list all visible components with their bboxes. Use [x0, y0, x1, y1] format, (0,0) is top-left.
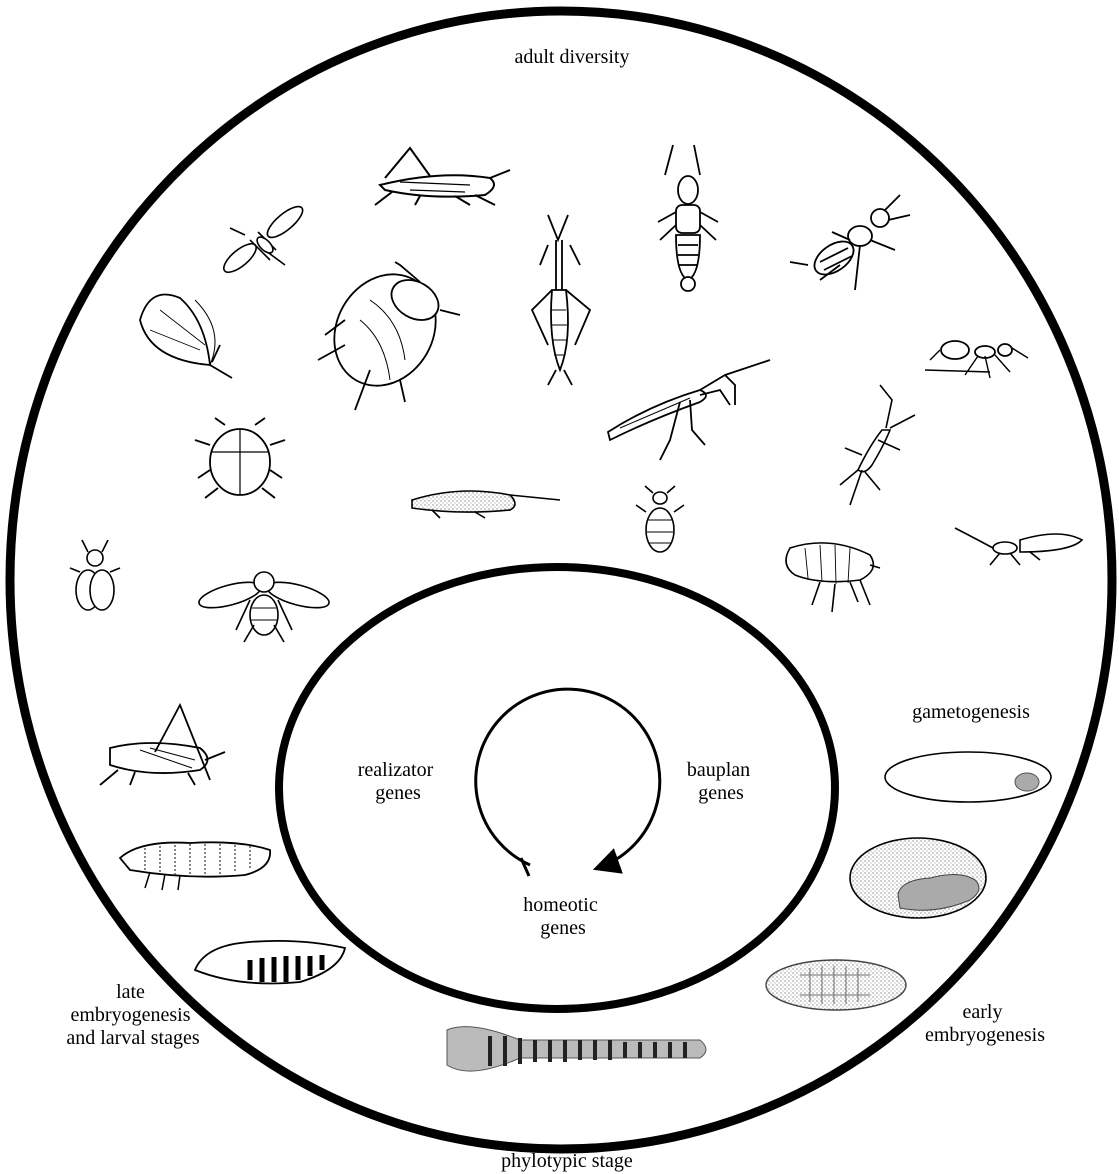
- cockroach-icon: [314, 256, 460, 410]
- praying-mantis-icon: [608, 360, 770, 460]
- regulation-arc: [476, 689, 660, 868]
- ladybird-icon: [195, 418, 285, 498]
- inner-circle: [279, 567, 835, 1009]
- ovary-icon: [885, 752, 1051, 802]
- flea-icon: [786, 543, 880, 612]
- label-bauplan-genes: bauplan genes: [687, 759, 755, 804]
- label-realizator-genes: realizator genes: [358, 759, 439, 804]
- earwig-icon: [658, 145, 718, 291]
- rove-beetle-icon: [790, 195, 910, 290]
- label-phylotypic-stage: phylotypic stage: [501, 1150, 633, 1172]
- wasp-icon: [955, 528, 1082, 565]
- label-homeotic-genes: homeotic genes: [523, 894, 602, 939]
- outer-circle: [10, 11, 1112, 1149]
- label-early-embryogenesis: early embryogenesis: [925, 1001, 1045, 1046]
- louse-icon: [636, 486, 684, 552]
- nymph-cricket-icon: [100, 705, 225, 785]
- grasshopper-icon: [375, 148, 510, 205]
- maggot-larva-icon: [195, 941, 345, 984]
- label-gametogenesis: gametogenesis: [912, 701, 1030, 723]
- segmented-embryo-icon: [766, 960, 906, 1010]
- label-adult-diversity: adult diversity: [515, 46, 630, 68]
- housefly-icon: [197, 572, 332, 642]
- caterpillar-larva-icon: [120, 842, 270, 890]
- germband-phylotypic-icon: [447, 1027, 706, 1071]
- thrips-icon: [220, 202, 307, 277]
- egg-with-germband-icon: [850, 838, 986, 918]
- silverfish-icon: [840, 385, 915, 505]
- moth-icon: [412, 491, 560, 518]
- butterfly-icon: [140, 294, 232, 378]
- aphid-icon: [70, 540, 120, 610]
- ant-icon: [925, 341, 1028, 378]
- inhibition-bar: [521, 858, 529, 876]
- stick-insect-icon: [532, 215, 590, 385]
